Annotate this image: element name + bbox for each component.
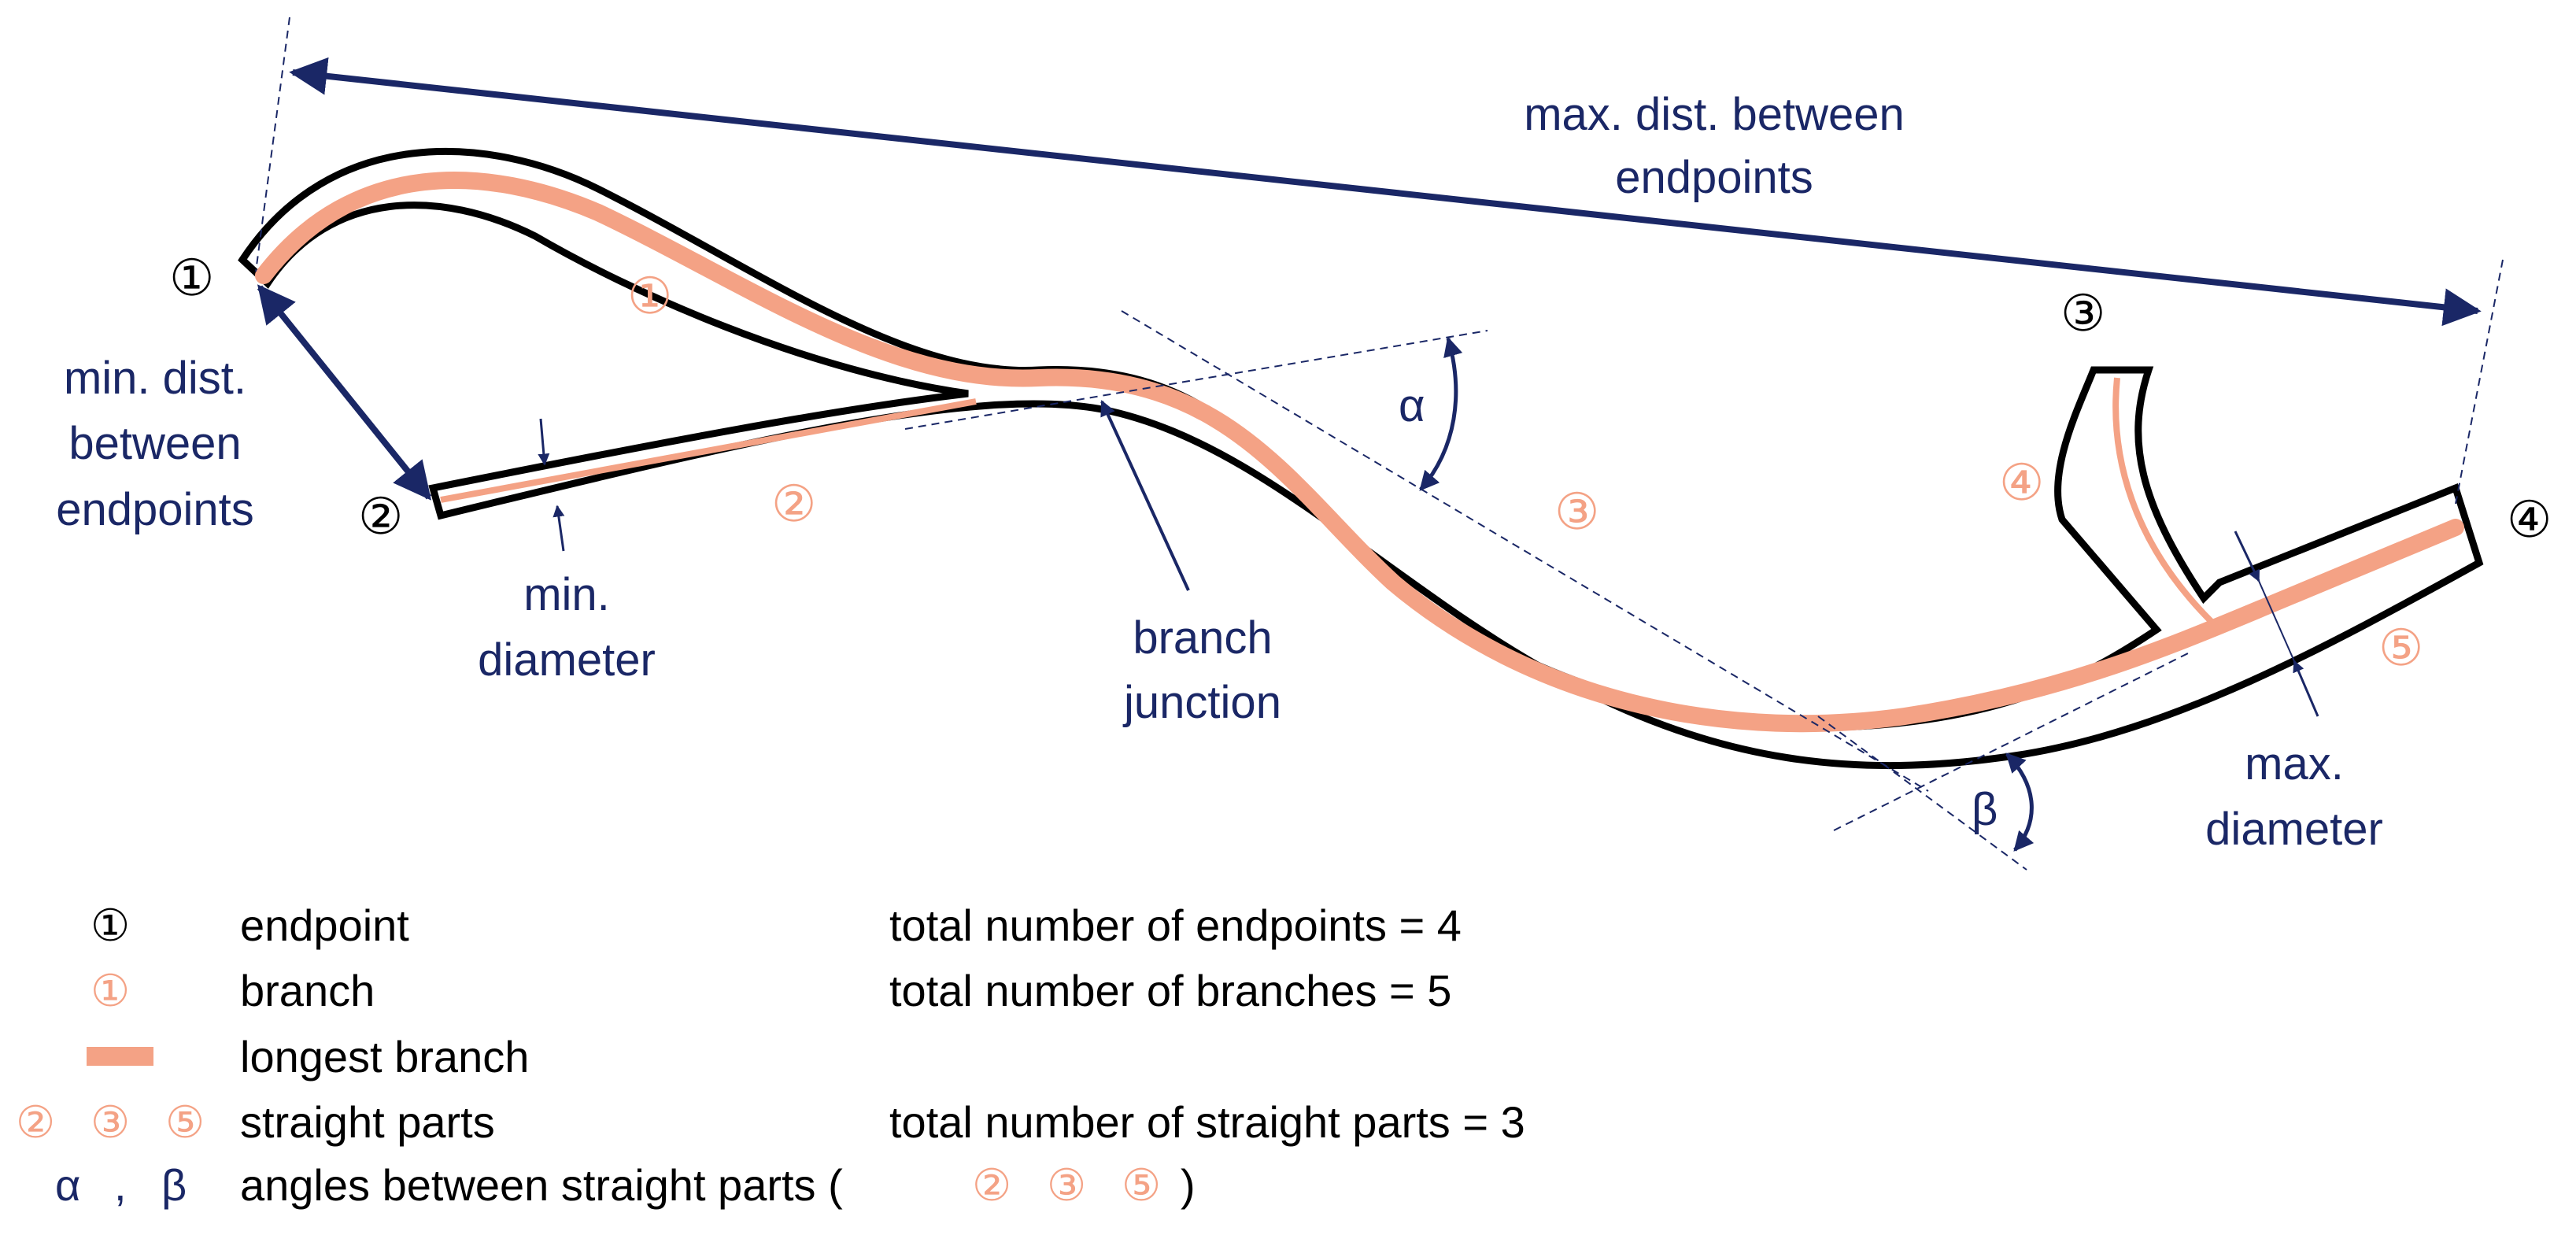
legend-angles-close: ) — [1181, 1160, 1196, 1210]
endpoint-labels: ① ② ③ ④ — [169, 250, 2552, 548]
min-diameter-arrow-bottom — [553, 505, 565, 552]
alpha-label: α — [1399, 380, 1425, 431]
alpha-line-1 — [904, 330, 1488, 430]
min-dist-arrow — [257, 284, 432, 501]
branch-4-label: ④ — [1999, 454, 2044, 511]
branch-1-label: ① — [627, 268, 672, 324]
branch-2-line — [440, 398, 977, 503]
branch-3-label: ③ — [1554, 483, 1599, 540]
branch-5-label: ⑤ — [2378, 619, 2423, 676]
max-dist-extension-left — [255, 17, 290, 272]
alpha-arc — [1419, 336, 1463, 491]
min-dist-label-2: between — [68, 418, 241, 469]
legend-branch-symbol: ① — [91, 966, 130, 1015]
beta-label: β — [1972, 784, 1998, 835]
alpha-line-2 — [1121, 310, 1929, 792]
max-diameter-label-2: diameter — [2205, 804, 2383, 855]
measurement-lines — [255, 17, 2504, 871]
max-dist-label: max. dist. between — [1524, 89, 1905, 140]
min-diameter-label-2: diameter — [478, 634, 656, 686]
legend-total-endpoints: total number of endpoints = 4 — [889, 900, 1462, 950]
endpoint-1-label: ① — [169, 250, 214, 306]
legend-straight-symbol-3: ⑤ — [165, 1097, 205, 1147]
branch-2-label: ② — [771, 475, 816, 532]
min-diameter-arrow-top — [538, 418, 550, 466]
min-diameter-label: min. — [523, 569, 610, 620]
max-dist-label-2: endpoints — [1615, 152, 1813, 203]
legend-longest-branch-label: longest branch — [240, 1032, 529, 1082]
legend-straight-symbol-1: ② — [16, 1097, 55, 1147]
legend: ① endpoint total number of endpoints = 4… — [16, 900, 1525, 1210]
legend-endpoint-symbol: ① — [91, 900, 130, 950]
legend-straight-label: straight parts — [240, 1097, 495, 1147]
endpoint-4-label: ④ — [2507, 491, 2552, 548]
min-dist-label-3: endpoints — [56, 484, 254, 535]
max-diameter-label: max. — [2245, 738, 2344, 789]
legend-angles-symbol-2: ③ — [1047, 1160, 1086, 1210]
legend-longest-branch-swatch — [87, 1047, 153, 1066]
legend-alpha-symbol: α — [55, 1160, 80, 1210]
legend-branch-label: branch — [240, 966, 375, 1015]
legend-angles-symbol-1: ② — [972, 1160, 1011, 1210]
legend-total-branches: total number of branches = 5 — [889, 966, 1451, 1015]
legend-beta-symbol: β — [161, 1160, 187, 1210]
branch-junction-label-2: junction — [1122, 677, 1281, 728]
branch-labels: ① ② ③ ④ ⑤ — [627, 268, 2423, 676]
legend-angles-label: angles between straight parts ( — [240, 1160, 843, 1210]
endpoint-3-label: ③ — [2060, 285, 2105, 342]
branch-junction-pointer — [1100, 400, 1190, 591]
legend-angles-symbol-3: ⑤ — [1122, 1160, 1161, 1210]
min-dist-label: min. dist. — [64, 353, 246, 404]
annotation-text: max. dist. between endpoints min. dist. … — [56, 89, 2383, 855]
max-dist-extension-right — [2455, 259, 2504, 505]
beta-line-1 — [1817, 715, 2027, 871]
max-dist-arrow — [289, 57, 2482, 327]
legend-total-straight: total number of straight parts = 3 — [889, 1097, 1525, 1147]
legend-endpoint-label: endpoint — [240, 900, 409, 950]
branch-4-line — [2112, 377, 2214, 624]
max-diameter-axis — [2258, 580, 2295, 662]
endpoint-2-label: ② — [358, 488, 403, 545]
max-diameter-arrow-top — [2234, 531, 2260, 582]
legend-straight-symbol-2: ③ — [91, 1097, 130, 1147]
max-diameter-arrow-bottom — [2293, 660, 2319, 717]
legend-angles-sep: , — [114, 1160, 127, 1210]
beta-arc — [2005, 752, 2035, 852]
branch-junction-label: branch — [1133, 612, 1272, 664]
